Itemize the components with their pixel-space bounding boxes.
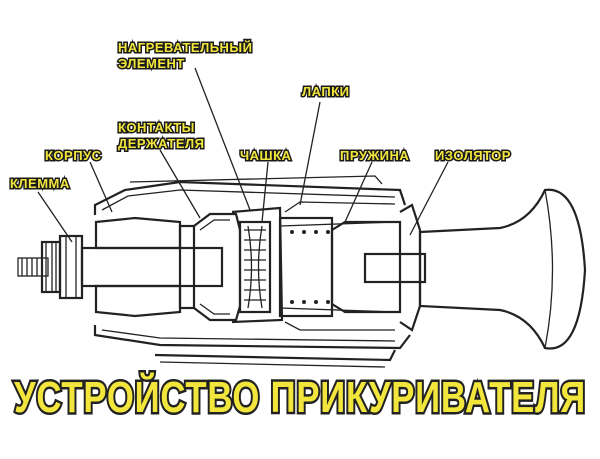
heating-element-cup [231,206,284,324]
left-insulating-bushing [94,216,196,318]
label-holder-contacts-line2: ДЕРЖАТЕЛЯ [118,136,205,151]
housing-shell [93,175,411,368]
terminal-stud [17,234,224,300]
holder-contacts [193,212,242,322]
lighter-knob [418,188,587,350]
leader-lines [37,67,449,243]
label-cup: ЧАШКА [240,148,292,163]
label-housing: КОРПУС [45,148,102,163]
diagram-title: УСТРОЙСТВО ПРИКУРИВАТЕЛЯ [14,371,586,422]
label-holder-contacts-line1: КОНТАКТЫ [118,120,195,135]
label-terminal: КЛЕММА [10,176,70,191]
label-tabs: ЛАПКИ [302,84,349,99]
label-insulator: ИЗОЛЯТОР [435,148,511,163]
label-spring: ПРУЖИНА [340,148,409,163]
label-heating-element-line1: НАГРЕВАТЕЛЬНЫЙ [118,40,253,55]
label-heating-element-line2: ЭЛЕМЕНТ [118,56,185,71]
